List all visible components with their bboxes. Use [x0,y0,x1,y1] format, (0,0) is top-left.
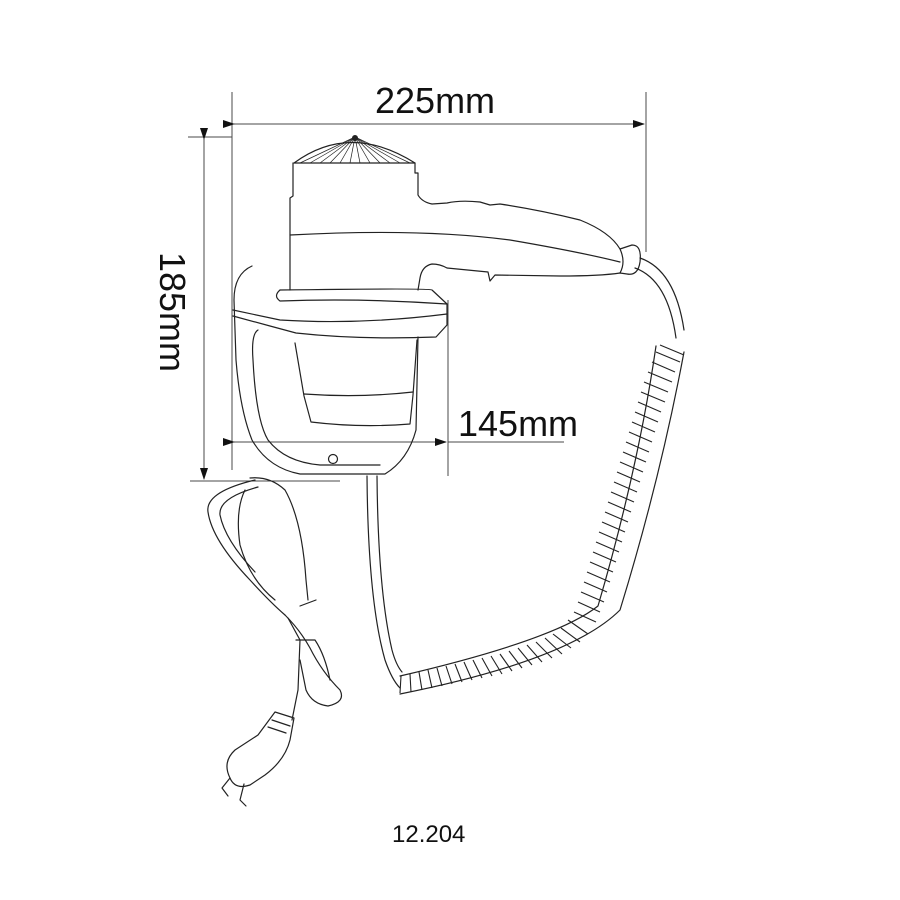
depth-dimension [223,300,564,476]
height-dimension [188,128,340,482]
straight-cable [366,475,403,689]
depth-dimension-label: 145mm [458,403,579,444]
model-number: 12.204 [392,821,466,848]
height-dimension-label: 185mm [152,251,193,373]
width-dimension-label: 225mm [375,80,496,121]
width-dimension [223,92,647,470]
coiled-cord [399,257,685,695]
hair-dryer [232,135,641,475]
power-cord [207,477,343,807]
